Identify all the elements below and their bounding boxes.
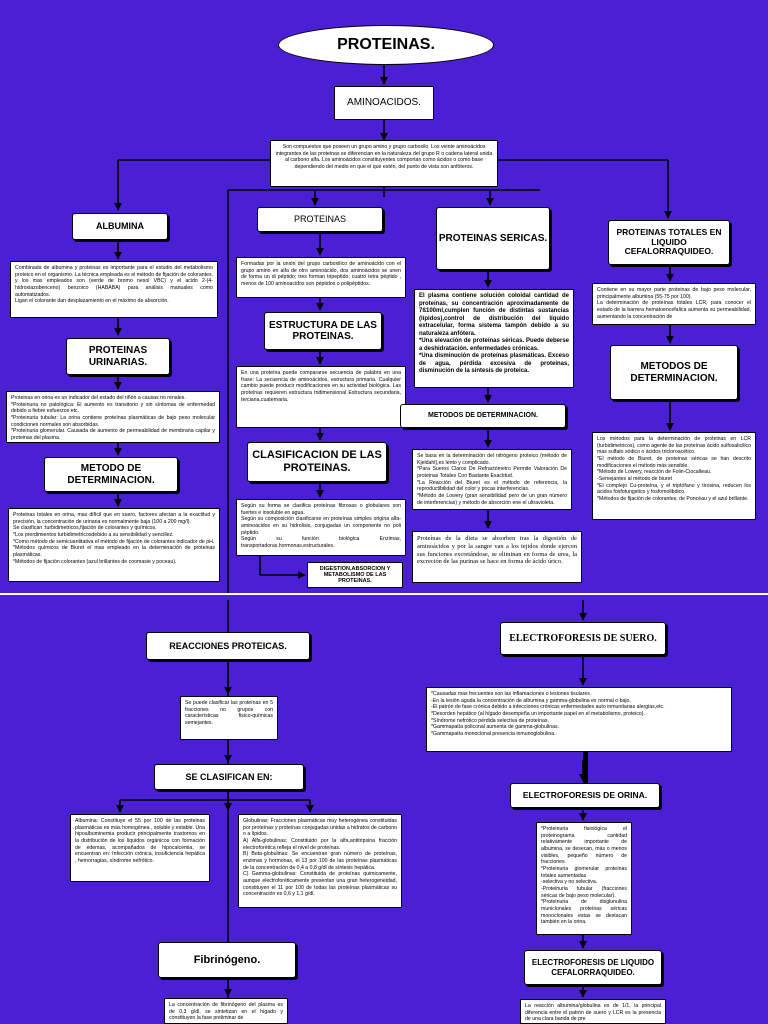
- proteinas-text: Formadas por la unión del grupo carboxil…: [236, 257, 406, 298]
- electro-lcr-title: ELECTROFORESIS DE LIQUIDO CEFALORRAQUIDE…: [524, 950, 662, 985]
- fibrinogeno-text: La concentración de fibrinógeno del plas…: [164, 998, 288, 1024]
- estructura-text: En una proteína puede compararse secuenc…: [236, 366, 406, 428]
- albumina-text: Combinada de albumina y proteinas es imp…: [10, 261, 218, 318]
- metodo-det-izq-title: METODO DE DETERMINACION.: [44, 457, 178, 492]
- clasificacion-title: CLASIFICACION DE LAS PROTEINAS.: [247, 442, 387, 482]
- fibrinogeno-title: Fibrinógeno.: [158, 942, 296, 978]
- globulinas-text: Globulinas: Fracciones plasmáticas muy h…: [238, 814, 402, 908]
- sericas-title: PROTEINAS SERICAS.: [436, 207, 550, 270]
- aminoacidos-text: Son compuestos que poseen un grupo amino…: [270, 140, 498, 187]
- electro-orina-text: *Proteinuria fisiológica el proteinogram…: [536, 822, 632, 935]
- digestion-text: Proteínas de la dieta se absorben tras l…: [412, 531, 582, 583]
- metodos-det-centro-text: Se basa en la determinación del nitrógen…: [412, 449, 572, 510]
- electro-orina-title: ELECTROFORESIS DE ORINA.: [510, 783, 660, 808]
- main-title: PROTEINAS.: [278, 25, 494, 65]
- albumina-title: ALBUMINA: [72, 213, 168, 240]
- digestion-title: DIGESTION,ABSORCION Y METABOLISMO DE LAS…: [307, 562, 403, 588]
- clasificacion-text: Según su forma se clasifica proteínas fi…: [236, 499, 406, 556]
- urinarias-text: Proteinas en orina es un indicador del e…: [6, 391, 220, 443]
- estructura-title: ESTRUCTURA DE LAS PROTEINAS.: [264, 312, 382, 350]
- electro-suero-text: *Causadas mas frecuentes son las inflama…: [426, 687, 732, 752]
- metodos-det-der-text: Los métodos para la determinación de pro…: [592, 432, 756, 520]
- reacciones-text: Se puede clasificar las proteínas en 5 f…: [180, 696, 278, 740]
- aminoacidos-title: AMINOACIDOS.: [334, 86, 434, 120]
- metodos-det-centro-title: METODOS DE DETERMINACION.: [400, 404, 566, 428]
- proteinas-title: PROTEINAS: [257, 207, 383, 232]
- electro-lcr-text: La reacción albumina/globulina es de 1/1…: [520, 999, 666, 1024]
- urinarias-title: PROTEINAS URINARIAS.: [66, 338, 170, 375]
- lcr-title: PROTEINAS TOTALES EN LIQUIDO CEFALORRAQU…: [608, 220, 730, 265]
- sericas-text: El plasma contiene solución coloidal can…: [414, 289, 574, 388]
- metodo-det-izq-text: Proteinas totales en orina, mas difícil …: [8, 508, 220, 582]
- reacciones-title: REACCIONES PROTEICAS.: [146, 632, 310, 660]
- se-clasifican-title: SE CLASIFICAN EN:: [154, 764, 304, 790]
- electro-suero-title: ELECTROFORESIS DE SUERO.: [500, 622, 666, 655]
- metodos-det-der-title: METODOS DE DETERMINACION.: [610, 345, 738, 400]
- section-divider: [0, 593, 768, 595]
- albumina2-text: Albumina: Constituye el 55 por 100 de la…: [70, 814, 210, 882]
- lcr-text: Contiene en su mayor parte proteinas de …: [592, 283, 756, 325]
